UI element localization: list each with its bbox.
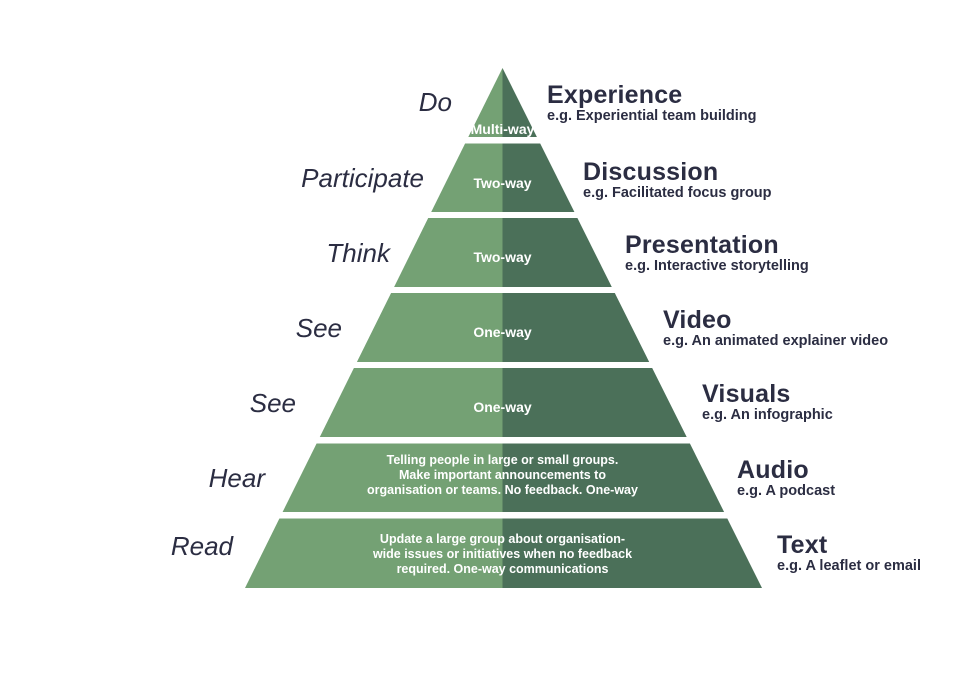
row4-right-segment	[502, 293, 650, 362]
row-title-text: Text	[777, 531, 828, 559]
inner-text-audio-line2: Make important announcements to	[399, 468, 606, 482]
inner-text-audio-line1: Telling people in large or small groups.	[387, 453, 619, 467]
pyramid-row-audio: Hear Telling people in large or small gr…	[209, 443, 835, 512]
row3-right-segment	[502, 218, 612, 287]
row1-left-segment	[468, 68, 503, 137]
row-example-visuals: e.g. An infographic	[702, 407, 833, 423]
row-example-discussion: e.g. Facilitated focus group	[583, 185, 772, 201]
inner-label-two-way-2: Two-way	[473, 249, 531, 265]
row4-left-segment	[356, 293, 503, 362]
left-label-participate: Participate	[301, 163, 424, 193]
row-title-video: Video	[663, 306, 732, 334]
row1-right-segment	[502, 68, 537, 137]
row-example-audio: e.g. A podcast	[737, 483, 835, 499]
row-example-experience: e.g. Experiential team building	[547, 108, 757, 124]
row-example-presentation: e.g. Interactive storytelling	[625, 258, 809, 274]
inner-text-text-line1: Update a large group about organisation-	[380, 532, 625, 546]
left-label-see-1: See	[296, 313, 342, 343]
left-label-do: Do	[419, 87, 452, 117]
row5-left-segment	[319, 368, 503, 437]
inner-label-one-way-2: One-way	[473, 399, 532, 415]
pyramid-row-video: See One-way Video e.g. An animated expla…	[296, 293, 888, 362]
left-label-see-2: See	[250, 388, 296, 418]
pyramid-row-text: Read Update a large group about organisa…	[171, 518, 921, 588]
pyramid-row-discussion: Participate Two-way Discussion e.g. Faci…	[301, 143, 772, 212]
pyramid-row-visuals: See One-way Visuals e.g. An infographic	[250, 368, 833, 437]
left-label-read: Read	[171, 531, 235, 561]
inner-label-two-way-1: Two-way	[473, 175, 531, 191]
pyramid-row-presentation: Think Two-way Presentation e.g. Interact…	[326, 218, 809, 287]
row7-right-segment	[502, 518, 762, 588]
row-title-presentation: Presentation	[625, 231, 779, 259]
row3-left-segment	[394, 218, 503, 287]
row-title-audio: Audio	[737, 456, 809, 484]
row-example-video: e.g. An animated explainer video	[663, 333, 888, 349]
row2-left-segment	[431, 143, 503, 212]
row6-right-segment	[502, 443, 725, 512]
row7-left-segment	[245, 518, 503, 588]
left-label-think: Think	[326, 238, 392, 268]
row5-right-segment	[502, 368, 687, 437]
inner-label-one-way-1: One-way	[473, 324, 532, 340]
row2-right-segment	[502, 143, 575, 212]
inner-text-audio-line3: organisation or teams. No feedback. One-…	[367, 483, 638, 497]
row-title-visuals: Visuals	[702, 380, 791, 408]
left-label-hear: Hear	[209, 463, 267, 493]
inner-label-multi-way: Multi-way	[471, 121, 535, 137]
pyramid-row-experience: Do Multi-way Experience e.g. Experientia…	[419, 68, 757, 137]
inner-text-text-line2: wide issues or initiatives when no feedb…	[372, 547, 632, 561]
row-title-experience: Experience	[547, 81, 682, 109]
row6-left-segment	[282, 443, 503, 512]
inner-text-text-line3: required. One-way communications	[397, 562, 609, 576]
row-example-text: e.g. A leaflet or email	[777, 558, 921, 574]
row-title-discussion: Discussion	[583, 158, 718, 186]
